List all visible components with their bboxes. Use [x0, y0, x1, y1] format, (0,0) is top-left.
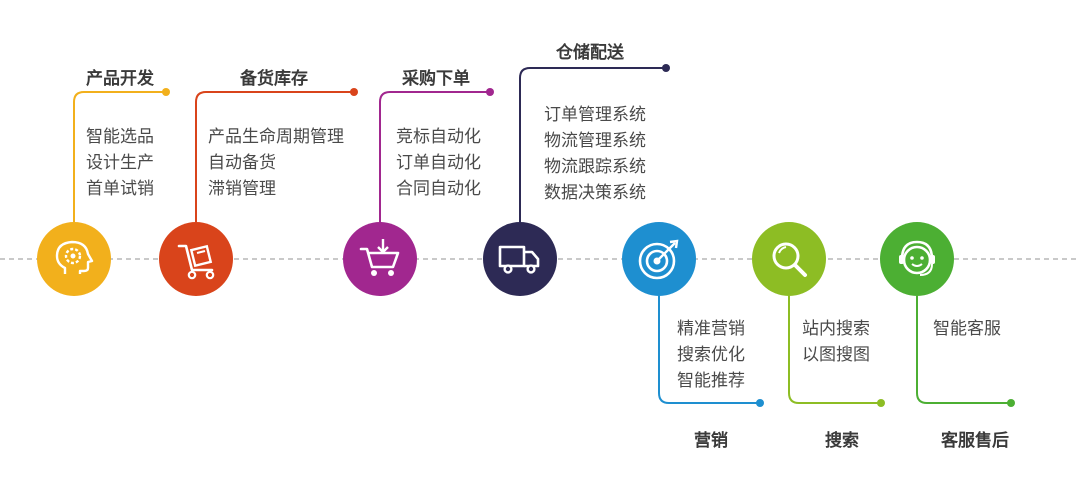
stage-item: 首单试销 — [86, 179, 154, 199]
connector-dot-service — [1007, 399, 1015, 407]
node-service — [880, 222, 954, 296]
stage-item: 智能选品 — [86, 127, 154, 147]
connector-dot-warehouse — [662, 64, 670, 72]
stage-item: 搜索优化 — [677, 345, 745, 365]
stage-item: 设计生产 — [86, 153, 154, 173]
stage-items-stocking: 产品生命周期管理 自动备货 滞销管理 — [208, 124, 344, 202]
connector-search — [788, 296, 881, 404]
stage-item: 智能推荐 — [677, 371, 745, 391]
stage-item: 以图搜图 — [802, 345, 870, 365]
stage-item: 自动备货 — [208, 153, 276, 173]
connector-dot-marketing — [756, 399, 764, 407]
stage-item: 数据决策系统 — [544, 183, 646, 203]
target-icon — [638, 239, 679, 280]
stage-item: 精准营销 — [677, 319, 745, 339]
node-purchase — [343, 222, 417, 296]
stage-item: 产品生命周期管理 — [208, 127, 344, 147]
stage-title-warehouse: 仓储配送 — [556, 43, 624, 63]
stage-title-purchase: 采购下单 — [402, 69, 470, 89]
stage-item: 物流管理系统 — [544, 131, 646, 151]
connector-stocking — [195, 91, 354, 222]
stage-title-service: 客服售后 — [941, 431, 1009, 451]
stage-items-marketing: 精准营销 搜索优化 智能推荐 — [677, 316, 745, 394]
stage-item: 站内搜索 — [802, 319, 870, 339]
stage-items-product-dev: 智能选品 设计生产 首单试销 — [86, 124, 154, 202]
headset-agent-icon — [899, 240, 935, 276]
connector-dot-product-dev — [162, 88, 170, 96]
stage-items-search: 站内搜索 以图搜图 — [802, 316, 870, 368]
connector-dot-search — [877, 399, 885, 407]
magnifier-icon — [772, 242, 807, 277]
stage-title-search: 搜索 — [825, 431, 859, 451]
stage-items-purchase: 竞标自动化 订单自动化 合同自动化 — [396, 124, 481, 202]
connector-dot-purchase — [486, 88, 494, 96]
stage-title-stocking: 备货库存 — [240, 69, 308, 89]
stage-item: 竞标自动化 — [396, 127, 481, 147]
stage-item: 物流跟踪系统 — [544, 157, 646, 177]
stage-item: 合同自动化 — [396, 179, 481, 199]
node-warehouse — [483, 222, 557, 296]
stage-item: 订单自动化 — [396, 153, 481, 173]
node-marketing — [622, 222, 696, 296]
connector-dot-stocking — [350, 88, 358, 96]
connector-purchase — [379, 91, 490, 222]
connector-marketing — [658, 296, 760, 404]
shopping-cart-icon — [359, 239, 400, 276]
stage-item: 订单管理系统 — [544, 105, 646, 125]
stage-title-marketing: 营销 — [694, 431, 728, 451]
stage-item: 智能客服 — [933, 319, 1001, 339]
stage-item: 滞销管理 — [208, 179, 276, 199]
node-product-dev — [37, 222, 111, 296]
node-search — [752, 222, 826, 296]
delivery-truck-icon — [498, 245, 540, 274]
head-gear-icon — [55, 240, 94, 274]
stage-title-product-dev: 产品开发 — [86, 69, 154, 89]
node-stocking — [159, 222, 233, 296]
connector-product-dev — [73, 91, 166, 222]
connector-service — [916, 296, 1011, 404]
hand-truck-icon — [177, 244, 215, 280]
stage-items-warehouse: 订单管理系统 物流管理系统 物流跟踪系统 数据决策系统 — [544, 102, 646, 206]
connector-warehouse — [519, 67, 666, 222]
stage-items-service: 智能客服 — [933, 316, 1001, 342]
